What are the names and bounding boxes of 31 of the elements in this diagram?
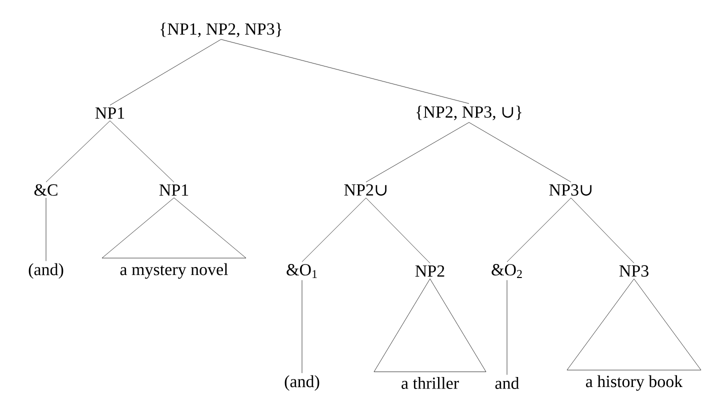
branch-line xyxy=(110,120,174,182)
triangle-branch xyxy=(102,198,246,258)
tree-label: (and) xyxy=(28,263,64,279)
tree-label: a mystery novel xyxy=(120,263,228,279)
branch-line xyxy=(46,120,110,182)
branch-line xyxy=(366,198,430,264)
tree-label: NP2 xyxy=(415,265,444,277)
branch-line xyxy=(302,198,366,262)
tree-label: NP1 xyxy=(159,184,188,196)
tree-label: &O$_{2}$ xyxy=(492,264,522,278)
tree-label: (and) xyxy=(284,375,320,391)
tree-label: &O$_{1}$ xyxy=(286,264,317,278)
tree-label: {NP2, NP3, ∪} xyxy=(416,106,522,120)
branch-line xyxy=(468,122,572,182)
branch-line xyxy=(506,280,508,375)
tree-label: NP1 xyxy=(95,107,124,119)
triangle-branch xyxy=(566,278,702,370)
triangle-branch xyxy=(374,278,486,372)
branch-line xyxy=(506,198,572,262)
branch-line xyxy=(366,122,470,182)
branch-line xyxy=(220,39,470,104)
tree-label: NP3∪ xyxy=(549,184,592,196)
tree-label: &C xyxy=(34,184,58,196)
tree-label: NP3 xyxy=(619,265,648,277)
branch-line xyxy=(570,198,634,264)
tree-label: {NP1, NP2, NP3} xyxy=(160,22,282,38)
tree-label: NP2∪ xyxy=(344,184,386,196)
branch-line xyxy=(110,39,222,106)
tree-label: a history book xyxy=(586,375,683,391)
tree-label: a thriller xyxy=(402,377,459,389)
tree-label: and xyxy=(495,377,520,389)
